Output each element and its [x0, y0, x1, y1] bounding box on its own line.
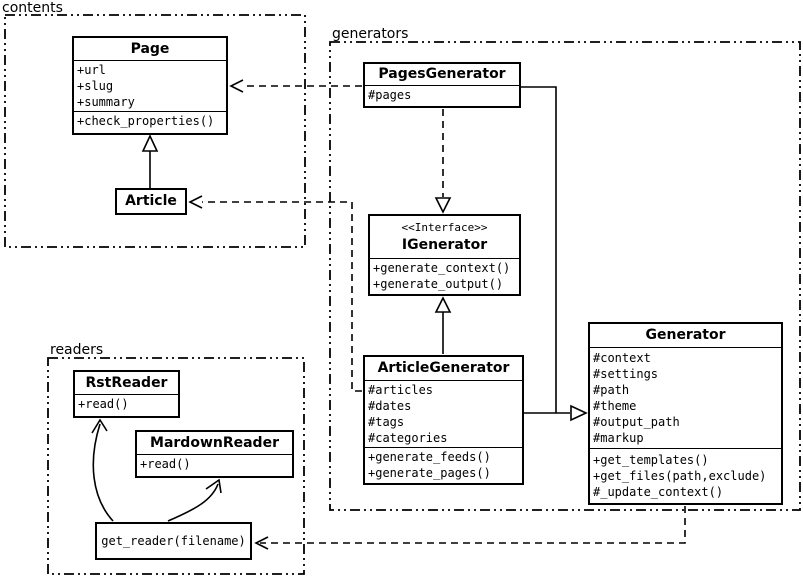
uml-attribute: #articles: [368, 383, 434, 397]
package-generators-label: generators: [332, 26, 409, 42]
class-pages-generator-title: PagesGenerator: [378, 66, 506, 82]
dependency-arrow-articlegenerator-to-article: [188, 195, 362, 392]
uml-attribute: +summary: [77, 95, 135, 109]
uml-method: +get_templates(): [593, 453, 709, 467]
class-markdown-reader-title: MardownReader: [150, 435, 279, 451]
class-markdown-reader: MardownReader +read(): [135, 430, 294, 478]
class-generator-attributes: #context #settings #path #theme #output_…: [590, 347, 781, 448]
uml-method: +generate_pages(): [368, 466, 491, 480]
class-article-generator-title: ArticleGenerator: [377, 360, 510, 376]
class-article-generator: ArticleGenerator #articles #dates #tags …: [363, 355, 524, 485]
arrow-getreader-to-markdownreader: [167, 478, 222, 522]
class-markdown-reader-methods: +read(): [137, 454, 292, 476]
interface-stereotype: <<Interface>>: [401, 221, 488, 234]
uml-attribute: #output_path: [593, 415, 680, 429]
package-readers-label: readers: [50, 342, 104, 358]
function-get-reader: get_reader(filename): [95, 522, 252, 560]
uml-attribute: #markup: [593, 431, 644, 445]
class-pages-generator-attributes: #pages: [365, 85, 519, 106]
package-readers-border: [47, 357, 305, 575]
class-page-attributes: +url +slug +summary: [74, 60, 226, 111]
class-page-methods: +check_properties(): [74, 111, 226, 133]
inheritance-arrow-generators-to-generator: [521, 86, 588, 422]
class-page: Page +url +slug +summary +check_properti…: [72, 36, 228, 135]
uml-attribute: #context: [593, 351, 651, 365]
realization-arrow-pagesgenerator-to-igenerator: [434, 109, 452, 214]
uml-method: +read(): [78, 397, 129, 411]
realization-arrow-articlegenerator-to-igenerator: [434, 296, 452, 354]
uml-attribute: #categories: [368, 431, 448, 445]
arrow-getreader-to-rstreader: [91, 418, 114, 522]
class-article: Article: [115, 188, 187, 215]
class-igenerator-title: IGenerator: [401, 237, 488, 253]
dependency-arrow-pagesgenerator-to-page: [229, 79, 362, 93]
uml-attribute: +url: [77, 63, 106, 77]
uml-attribute: #path: [593, 383, 630, 397]
class-igenerator-name-compartment: <<Interface>> IGenerator: [370, 216, 519, 258]
class-igenerator: <<Interface>> IGenerator +generate_conte…: [368, 214, 521, 296]
class-generator-methods: +get_templates() +get_files(path,exclude…: [590, 448, 781, 503]
uml-attribute: #tags: [368, 415, 405, 429]
uml-attribute: #dates: [368, 399, 412, 413]
class-article-generator-methods: +generate_feeds() +generate_pages(): [365, 447, 522, 483]
class-generator: Generator #context #settings #path #them…: [588, 322, 783, 505]
class-igenerator-methods: +generate_context() +generate_output(): [370, 258, 519, 294]
uml-method: +generate_output(): [373, 277, 504, 291]
uml-attribute: #pages: [368, 88, 412, 102]
class-page-title: Page: [130, 41, 170, 57]
class-rst-reader-title: RstReader: [85, 375, 168, 391]
uml-attribute: #theme: [593, 399, 637, 413]
class-article-generator-attributes: #articles #dates #tags #categories: [365, 380, 522, 447]
class-rst-reader-methods: +read(): [75, 394, 178, 416]
package-contents-border: [4, 14, 306, 248]
uml-method: +read(): [140, 457, 191, 471]
uml-method: +check_properties(): [77, 114, 215, 128]
uml-method: +generate_context(): [373, 261, 511, 275]
uml-method: +generate_feeds(): [368, 450, 491, 464]
package-generators-border: [329, 41, 801, 511]
class-pages-generator: PagesGenerator #pages: [363, 62, 521, 108]
uml-method: #_update_context(): [593, 485, 724, 499]
uml-method: +get_files(path,exclude): [593, 469, 767, 483]
inheritance-arrow-article-to-page: [141, 134, 159, 188]
class-rst-reader: RstReader +read(): [73, 370, 180, 418]
class-generator-title: Generator: [645, 327, 726, 343]
package-contents-label: contents: [2, 0, 63, 16]
uml-attribute: #settings: [593, 367, 659, 381]
uml-attribute: +slug: [77, 79, 114, 93]
class-article-title: Article: [125, 193, 177, 209]
dependency-arrow-generator-to-getreader: [254, 506, 686, 550]
